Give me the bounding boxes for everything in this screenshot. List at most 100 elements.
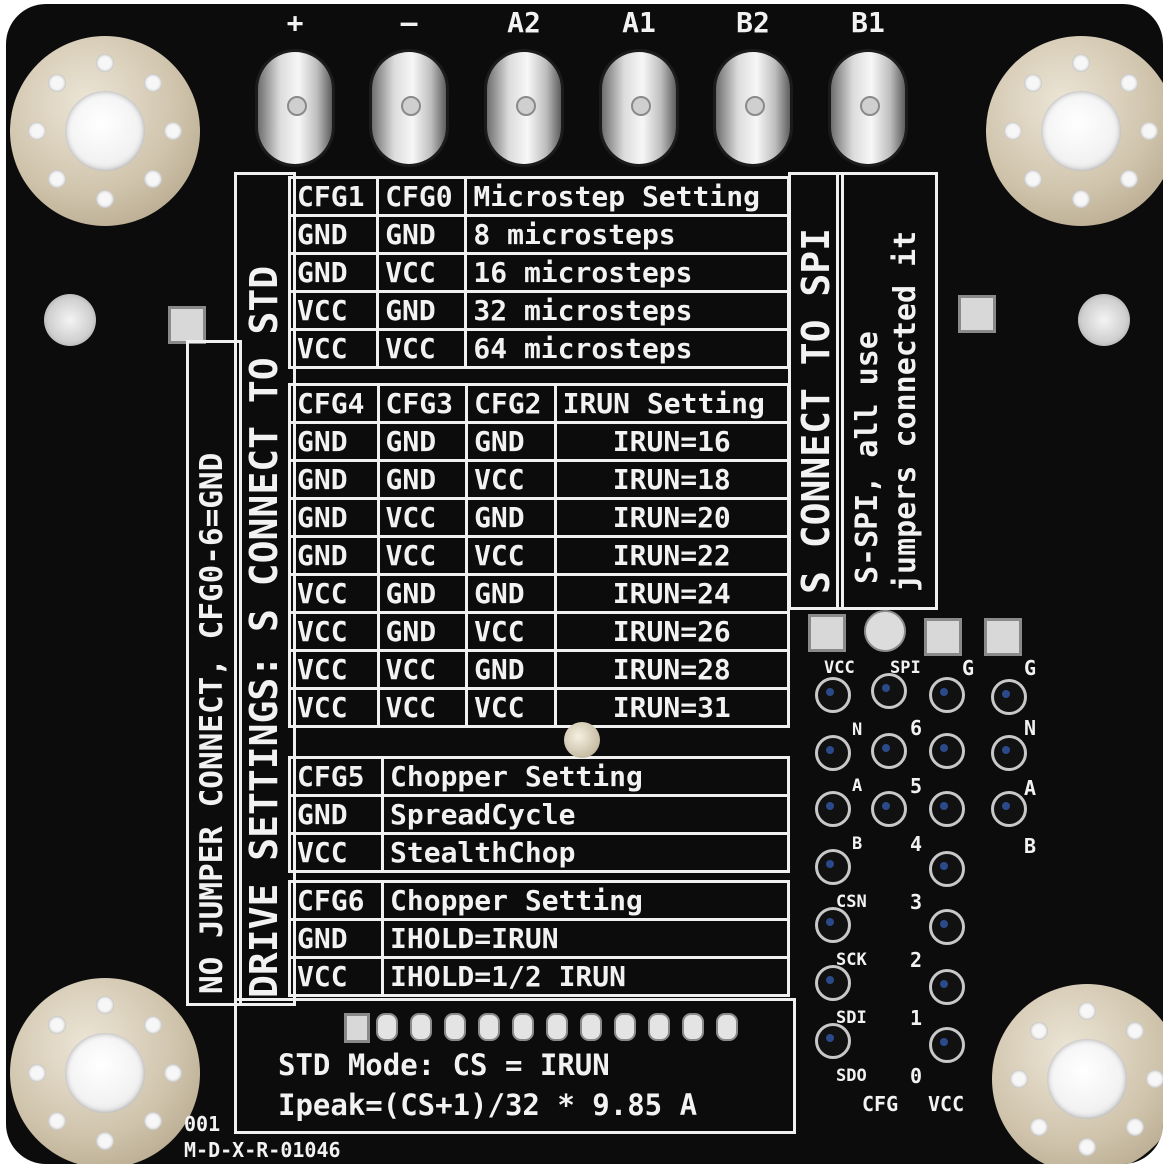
table-row: GND VCC 16 microsteps	[287, 252, 790, 293]
terminal-label-minus: —	[400, 6, 418, 39]
header-pad-spi	[864, 610, 906, 652]
table-cell: VCC	[288, 687, 380, 728]
header-pin	[871, 673, 907, 709]
table-cell: StealthChop	[381, 832, 790, 873]
via-hole	[1010, 1070, 1028, 1088]
header-pin	[929, 733, 965, 769]
table-cell: IHOLD=1/2 IRUN	[381, 956, 790, 997]
table-row: GND VCC VCC IRUN=22	[288, 535, 791, 576]
pin-label-sck: SCK	[836, 950, 867, 970]
table-cell: IRUN=26	[553, 611, 791, 652]
pin-label-right-a: A	[1024, 776, 1037, 800]
via-hole	[144, 1112, 163, 1131]
header-pin	[815, 849, 851, 885]
table-cell: GND	[288, 535, 380, 576]
header-pin	[929, 677, 965, 713]
via-hole	[144, 170, 163, 189]
ihold-table: CFG6 Chopper Setting GND IHOLD=IRUN VCC …	[288, 880, 790, 997]
header-pin	[815, 965, 851, 1001]
side-screw-left	[44, 294, 96, 346]
table-row: VCC VCC VCC IRUN=31	[288, 687, 791, 728]
pin	[580, 1013, 602, 1041]
header-pin	[815, 907, 851, 943]
pin	[478, 1013, 500, 1041]
via-hole	[47, 1112, 66, 1131]
via-hole	[144, 1015, 163, 1034]
pin-label-right-n: N	[1024, 716, 1037, 740]
mounting-hole-bottom-right	[992, 984, 1163, 1164]
test-pad-right	[958, 295, 996, 333]
terminal-label-plus: +	[286, 6, 304, 39]
via-hole	[1126, 1118, 1145, 1137]
via-hole	[1004, 122, 1022, 140]
table-cell: 8 microsteps	[464, 214, 790, 255]
pin	[716, 1013, 738, 1041]
pin-num-5: 5	[910, 774, 923, 798]
spi-note-frame	[836, 172, 938, 610]
table-cell: VCC	[288, 956, 384, 997]
table-cell: GND	[376, 459, 469, 500]
table-cell: 16 microsteps	[464, 252, 790, 293]
mounting-hole-bottom-left	[10, 978, 200, 1164]
table-cell: CFG5	[288, 756, 384, 797]
table-header-row: CFG5 Chopper Setting	[288, 756, 790, 797]
table-cell: VCC	[465, 611, 557, 652]
std-mode-formula: STD Mode: CS = IRUN	[278, 1048, 610, 1082]
via-hole	[1078, 1138, 1096, 1156]
table-cell: IRUN=20	[553, 497, 791, 538]
header-pad-vcc	[808, 614, 846, 652]
header-pin	[991, 679, 1027, 715]
header-label-g2: G	[1024, 656, 1037, 680]
table-cell: GND	[288, 918, 384, 959]
terminal-a1	[602, 52, 676, 164]
test-pad-left	[168, 306, 206, 344]
via-hole	[96, 1132, 114, 1150]
pin-num-1: 1	[910, 1006, 923, 1030]
via-hole	[1023, 73, 1042, 92]
table-cell: VCC	[376, 497, 469, 538]
table-cell: GND	[376, 214, 468, 255]
table-row: VCC StealthChop	[288, 832, 790, 873]
table-cell: CFG6	[288, 880, 384, 921]
pin	[682, 1013, 704, 1041]
terminal-b1	[831, 52, 905, 164]
via-hole	[1029, 1118, 1048, 1137]
table-row: GND VCC GND IRUN=20	[288, 497, 791, 538]
table-cell: GND	[288, 459, 380, 500]
via-hole	[96, 54, 114, 72]
table-cell: GND	[376, 573, 469, 614]
left-label-frame	[186, 340, 242, 1006]
pin-label-b: B	[852, 834, 863, 854]
header-pin	[929, 1027, 965, 1063]
pin-num-6: 6	[910, 716, 923, 740]
table-cell: VCC	[376, 649, 469, 690]
header-pin	[815, 1023, 851, 1059]
via-hole	[47, 73, 66, 92]
microstep-table: CFG1 CFG0 Microstep Setting GND GND 8 mi…	[287, 176, 790, 369]
header-pin	[815, 677, 851, 713]
spi-label-frame	[788, 172, 844, 610]
table-cell: IRUN=24	[553, 573, 791, 614]
table-cell: VCC	[376, 252, 468, 293]
table-cell: VCC	[288, 611, 380, 652]
table-row: VCC GND VCC IRUN=26	[288, 611, 791, 652]
table-cell: VCC	[288, 573, 380, 614]
table-cell: CFG0	[376, 176, 468, 217]
part-code-line2: M-D-X-R-01046	[184, 1138, 341, 1162]
header-pin	[929, 909, 965, 945]
irun-table: CFG4 CFG3 CFG2 IRUN Setting GND GND GND …	[288, 383, 791, 728]
header-pad-g2	[984, 618, 1022, 656]
pin-num-0: 0	[910, 1064, 923, 1088]
via-hole	[96, 996, 114, 1014]
table-row: GND GND 8 microsteps	[287, 214, 790, 255]
table-cell: IRUN=31	[553, 687, 791, 728]
via-hole	[144, 73, 163, 92]
driver-board: + — A2 A1 B2 B1 NO JUMPER CONNECT, CFG0-…	[6, 4, 1163, 1164]
table-cell: GND	[465, 497, 557, 538]
table-cell: VCC	[465, 459, 557, 500]
header-label-spi: SPI	[890, 658, 921, 678]
header-pin	[991, 735, 1027, 771]
via-hole	[1146, 1070, 1163, 1088]
drive-settings-std: DRIVE SETTINGS: S CONNECT TO STD	[242, 265, 286, 998]
table-cell: VCC	[376, 328, 468, 369]
